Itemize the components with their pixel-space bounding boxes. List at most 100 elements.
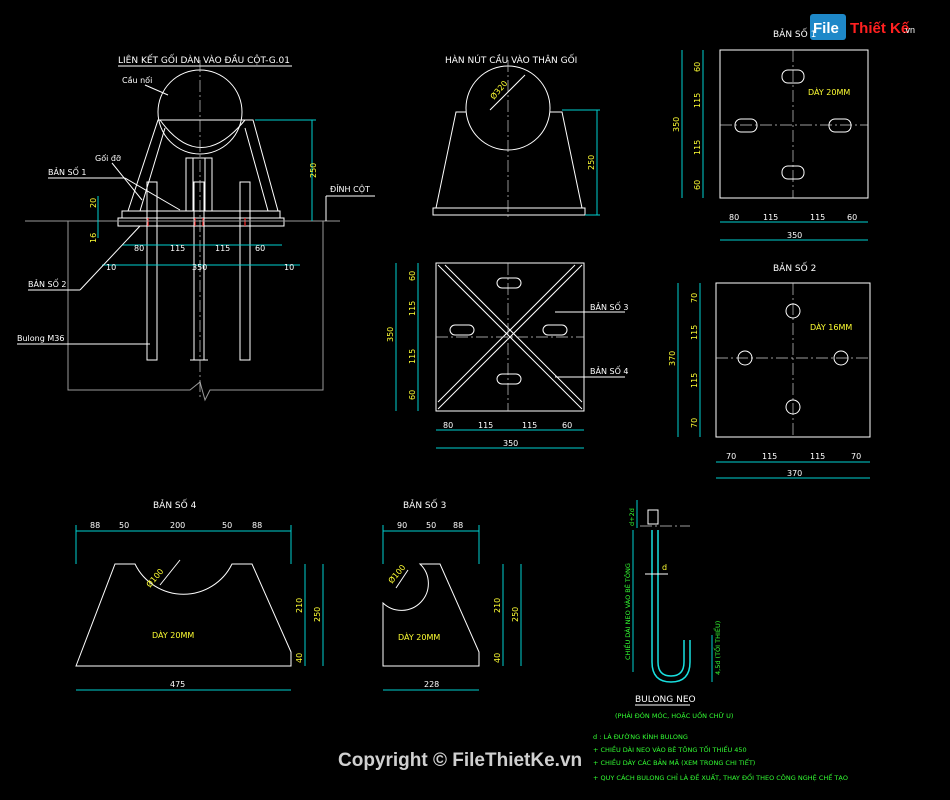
plate1-slot-bottom bbox=[781, 165, 805, 180]
bolt-subtitle: (PHẢI ĐÓN MÓC, HOẶC UỐN CHỮ U) bbox=[615, 710, 733, 720]
plan-left-3: 60 bbox=[408, 390, 417, 400]
plate1-slot-top bbox=[781, 69, 805, 84]
plate-4-detail: BẢN SỐ 4 DÀY 20MM Ø100 88 50 200 50 88 2… bbox=[75, 498, 324, 691]
view1-dim-20: 20 bbox=[89, 198, 98, 208]
plate4-bottom-total: 475 bbox=[170, 680, 185, 689]
plate1-bottom-1: 115 bbox=[763, 213, 778, 222]
plate4-top-4: 88 bbox=[252, 521, 262, 530]
logo-badge bbox=[810, 14, 846, 40]
plan-bottom-1: 115 bbox=[478, 421, 493, 430]
plate1-bottom-3: 60 bbox=[847, 213, 857, 222]
plan-bottom-3: 60 bbox=[562, 421, 572, 430]
plate1-title: BẢN SỐ 1 bbox=[773, 27, 816, 40]
plate2-title: BẢN SỐ 2 bbox=[773, 261, 816, 274]
plate3-top-1: 50 bbox=[426, 521, 436, 530]
view2-title: HÀN NÚT CẦU VÀO THÂN GỐI bbox=[445, 53, 577, 66]
plate4-right-b: 40 bbox=[295, 653, 304, 663]
plate4-top-1: 50 bbox=[119, 521, 129, 530]
bolt-dim-top: d+2d bbox=[628, 508, 636, 526]
plate4-right-total: 250 bbox=[313, 607, 322, 622]
plan-left-total: 350 bbox=[386, 327, 395, 342]
plate3-right-a: 210 bbox=[493, 598, 502, 613]
bolt-nut bbox=[647, 509, 659, 525]
plate1-slot-left bbox=[734, 118, 758, 133]
view1-dim-250: 250 bbox=[309, 163, 318, 178]
view-sphere-weld: HÀN NÚT CẦU VÀO THÂN GỐI Ø320 250 bbox=[432, 53, 600, 220]
view1-dim-10b: 10 bbox=[284, 263, 294, 272]
plate1-slot-right bbox=[828, 118, 852, 133]
plate3-top-2: 88 bbox=[453, 521, 463, 530]
view1-dim-10a: 10 bbox=[106, 263, 116, 272]
plate2-hole-left bbox=[737, 350, 753, 366]
label-ban-so-2: BẢN SỐ 2 bbox=[28, 277, 67, 289]
plate2-left-1: 115 bbox=[690, 325, 699, 340]
plate1-left-total: 350 bbox=[672, 117, 681, 132]
plate2-bottom-0: 70 bbox=[726, 452, 736, 461]
plate-1-detail: BẢN SỐ 1 DÀY 20MM 60 115 115 60 350 80 1… bbox=[672, 27, 869, 241]
view1-title: LIÊN KẾT GỐI DÀN VÀO ĐẦU CỘT-G.01 bbox=[118, 53, 290, 66]
plate1-bottom-total: 350 bbox=[787, 231, 802, 240]
bolt-dim-d: d bbox=[662, 563, 667, 572]
bolt-dim-length: CHIỀU DÀI NEO VÀO BÊ TÔNG bbox=[622, 563, 632, 660]
plate4-top-2: 200 bbox=[170, 521, 185, 530]
plan-bottom-total: 350 bbox=[503, 439, 518, 448]
view1-dim-16: 16 bbox=[89, 233, 98, 243]
plate4-top-0: 88 bbox=[90, 521, 100, 530]
view1-dim-115b: 115 bbox=[215, 244, 230, 253]
plate1-bottom-2: 115 bbox=[810, 213, 825, 222]
plate2-left-0: 70 bbox=[690, 293, 699, 303]
logo-text-brand: Thiết Kế bbox=[850, 20, 910, 37]
plan-bottom-0: 80 bbox=[443, 421, 453, 430]
plate1-bottom-0: 80 bbox=[729, 213, 739, 222]
plate2-hole-top bbox=[785, 303, 801, 319]
bolt-note-0: d : LÀ ĐƯỜNG KÍNH BULONG bbox=[593, 732, 688, 741]
bolt-note-3: + QUY CÁCH BULONG CHỈ LÀ ĐỀ XUẤT, THAY Đ… bbox=[593, 772, 848, 782]
plate1-left-1: 115 bbox=[693, 93, 702, 108]
plate2-left-3: 70 bbox=[690, 418, 699, 428]
plate3-top-0: 90 bbox=[397, 521, 407, 530]
plate1-left-3: 60 bbox=[693, 180, 702, 190]
plate2-bottom-total: 370 bbox=[787, 469, 802, 478]
copyright-watermark: Copyright © FileThietKe.vn bbox=[338, 750, 582, 771]
plan-label-ban-so-3: BẢN SỐ 3 bbox=[590, 300, 629, 312]
plan-left-2: 115 bbox=[408, 349, 417, 364]
site-logo: File Thiết Kế .vn bbox=[810, 14, 915, 40]
plate4-top-3: 50 bbox=[222, 521, 232, 530]
view2-dim-250: 250 bbox=[587, 155, 596, 170]
plan-slot-bottom bbox=[496, 373, 522, 385]
plate2-left-2: 115 bbox=[690, 373, 699, 388]
logo-text-file: File bbox=[813, 20, 839, 37]
plate2-bottom-2: 115 bbox=[810, 452, 825, 461]
view2-support bbox=[435, 111, 583, 209]
label-bulong: Bulong M36 bbox=[17, 334, 64, 343]
bolt-note-1: + CHIỀU DÀI NEO VÀO BÊ TÔNG TỐI THIỂU 45… bbox=[593, 744, 747, 754]
bolt-note-2: + CHIỀU DÀY CÁC BẢN MÃ (XEM TRONG CHI TI… bbox=[593, 757, 755, 767]
plate3-right-total: 250 bbox=[511, 607, 520, 622]
view1-dim-60: 60 bbox=[255, 244, 265, 253]
plan-bottom-2: 115 bbox=[522, 421, 537, 430]
plate1-left-0: 60 bbox=[693, 62, 702, 72]
plate3-thickness: DÀY 20MM bbox=[398, 631, 440, 642]
plan-slot-left bbox=[449, 324, 475, 336]
plan-slot-right bbox=[542, 324, 568, 336]
bolt-dim-hook: 4,5d (TỐI THIỂU) bbox=[712, 621, 722, 675]
plate4-outline bbox=[75, 563, 292, 667]
plate3-right-b: 40 bbox=[493, 653, 502, 663]
anchor-bolt-detail: CHIỀU DÀI NEO VÀO BÊ TÔNG d+2d 4,5d (TỐI… bbox=[593, 500, 848, 782]
plate1-left-2: 115 bbox=[693, 140, 702, 155]
plate2-thickness: DÀY 16MM bbox=[810, 321, 852, 332]
view-elevation-connection: LIÊN KẾT GỐI DÀN VÀO ĐẦU CỘT-G.01 250 bbox=[17, 53, 375, 402]
column-plate bbox=[117, 217, 285, 227]
anchor-bolt-left bbox=[146, 181, 158, 361]
plan-label-ban-so-4: BẢN SỐ 4 bbox=[590, 364, 629, 376]
view1-dim-80: 80 bbox=[134, 244, 144, 253]
view-plan: BẢN SỐ 3 BẢN SỐ 4 60 115 115 60 350 80 1… bbox=[386, 262, 629, 449]
plate2-bottom-1: 115 bbox=[762, 452, 777, 461]
bolt-hook bbox=[651, 530, 691, 683]
plan-left-1: 115 bbox=[408, 301, 417, 316]
sphere-seat bbox=[159, 119, 246, 148]
label-ban-so-1: BẢN SỐ 1 bbox=[48, 165, 87, 177]
plate-3-detail: BẢN SỐ 3 DÀY 20MM Ø100 90 50 88 210 40 2… bbox=[382, 498, 522, 691]
